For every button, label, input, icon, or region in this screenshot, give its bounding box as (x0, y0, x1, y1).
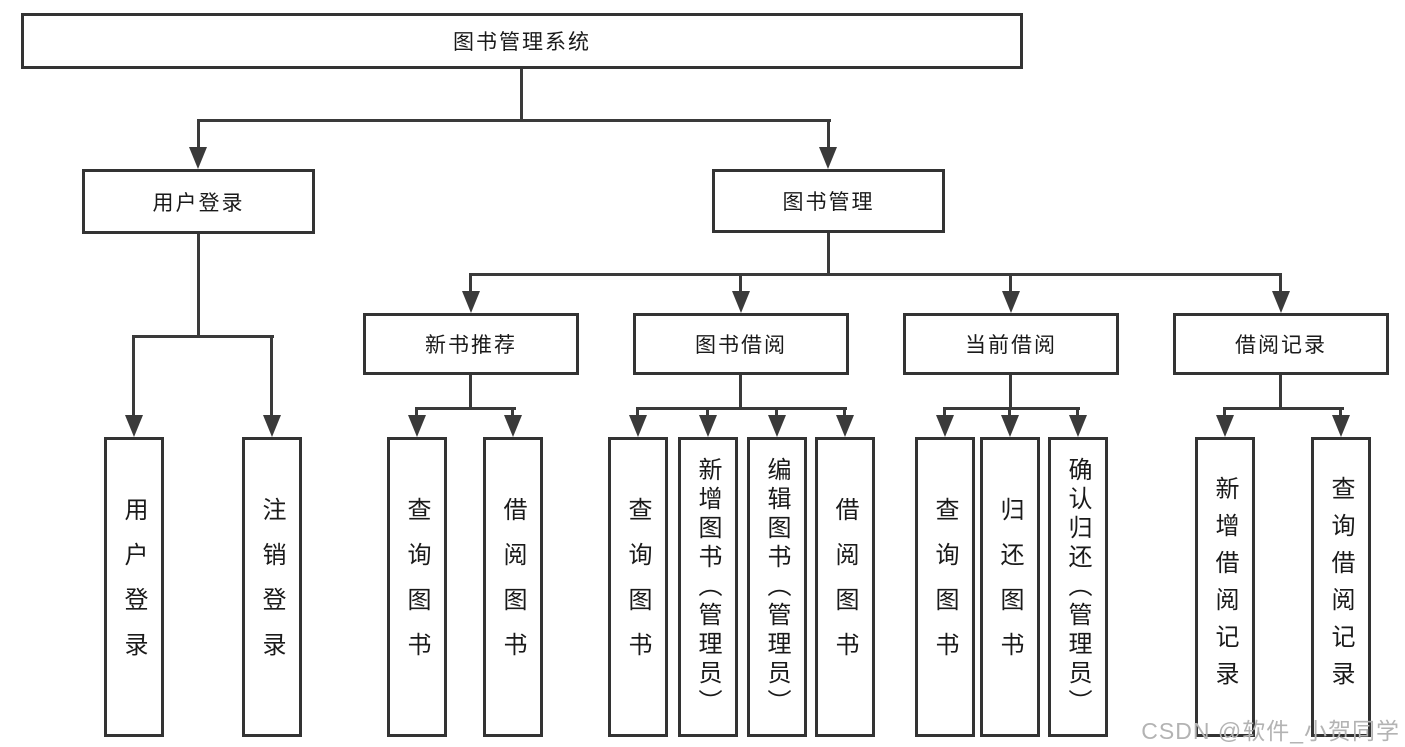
leaf-add-borrow-record: 新增借阅记录 (1195, 437, 1255, 737)
connector-vline (511, 407, 514, 417)
connector-vline (469, 375, 472, 410)
connector-vline (132, 335, 135, 417)
arrow-down-icon (768, 415, 786, 437)
arrow-down-icon (936, 415, 954, 437)
connector-vline (520, 69, 523, 121)
leaf-query-books-borrow: 查询图书 (608, 437, 668, 737)
leaf-logout: 注销登录 (242, 437, 302, 737)
arrow-down-icon (189, 147, 207, 169)
connector-vline (739, 375, 742, 410)
connector-vline (775, 407, 778, 417)
connector-vline (197, 234, 200, 338)
connector-hline (1223, 407, 1344, 410)
connector-vline (706, 407, 709, 417)
arrow-down-icon (125, 415, 143, 437)
connector-vline (1076, 407, 1079, 417)
connector-hline (197, 119, 831, 122)
connector-vline (415, 407, 418, 417)
connector-vline (827, 233, 830, 276)
connector-vline (1008, 407, 1011, 417)
leaf-user-login: 用户登录 (104, 437, 164, 737)
connector-hline (636, 407, 847, 410)
connector-vline (1223, 407, 1226, 417)
node-new-book-recommend: 新书推荐 (363, 313, 579, 375)
arrow-down-icon (699, 415, 717, 437)
connector-vline (827, 119, 830, 149)
arrow-down-icon (1069, 415, 1087, 437)
arrow-down-icon (1332, 415, 1350, 437)
node-book-management: 图书管理 (712, 169, 945, 233)
leaf-query-books-current: 查询图书 (915, 437, 975, 737)
connector-hline (133, 335, 274, 338)
node-current-borrow: 当前借阅 (903, 313, 1119, 375)
arrow-down-icon (1216, 415, 1234, 437)
arrow-down-icon (504, 415, 522, 437)
connector-vline (270, 335, 273, 417)
connector-vline (636, 407, 639, 417)
leaf-return-book: 归还图书 (980, 437, 1040, 737)
connector-vline (1279, 375, 1282, 410)
leaf-query-borrow-record: 查询借阅记录 (1311, 437, 1371, 737)
arrow-down-icon (263, 415, 281, 437)
watermark-text: CSDN @软件_小贺同学 (1141, 718, 1400, 744)
leaf-borrow-books: 借阅图书 (815, 437, 875, 737)
leaf-add-book-admin: 新增图书（管理员） (678, 437, 738, 737)
connector-hline (470, 273, 1282, 276)
arrow-down-icon (1272, 291, 1290, 313)
arrow-down-icon (1002, 291, 1020, 313)
connector-vline (1009, 375, 1012, 410)
connector-hline (943, 407, 1080, 410)
connector-hline (415, 407, 516, 410)
arrow-down-icon (819, 147, 837, 169)
leaf-borrow-books-recommend: 借阅图书 (483, 437, 543, 737)
node-book-borrow: 图书借阅 (633, 313, 849, 375)
connector-vline (469, 273, 472, 293)
arrow-down-icon (462, 291, 480, 313)
arrow-down-icon (732, 291, 750, 313)
arrow-down-icon (629, 415, 647, 437)
connector-vline (843, 407, 846, 417)
arrow-down-icon (408, 415, 426, 437)
connector-vline (197, 119, 200, 149)
node-root: 图书管理系统 (21, 13, 1023, 69)
connector-vline (1339, 407, 1342, 417)
node-borrow-records: 借阅记录 (1173, 313, 1389, 375)
leaf-edit-book-admin: 编辑图书（管理员） (747, 437, 807, 737)
connector-vline (739, 273, 742, 293)
node-user-login: 用户登录 (82, 169, 315, 234)
arrow-down-icon (1001, 415, 1019, 437)
leaf-query-books-recommend: 查询图书 (387, 437, 447, 737)
connector-vline (1279, 273, 1282, 293)
connector-vline (1009, 273, 1012, 293)
connector-vline (943, 407, 946, 417)
arrow-down-icon (836, 415, 854, 437)
leaf-confirm-return-admin: 确认归还（管理员） (1048, 437, 1108, 737)
